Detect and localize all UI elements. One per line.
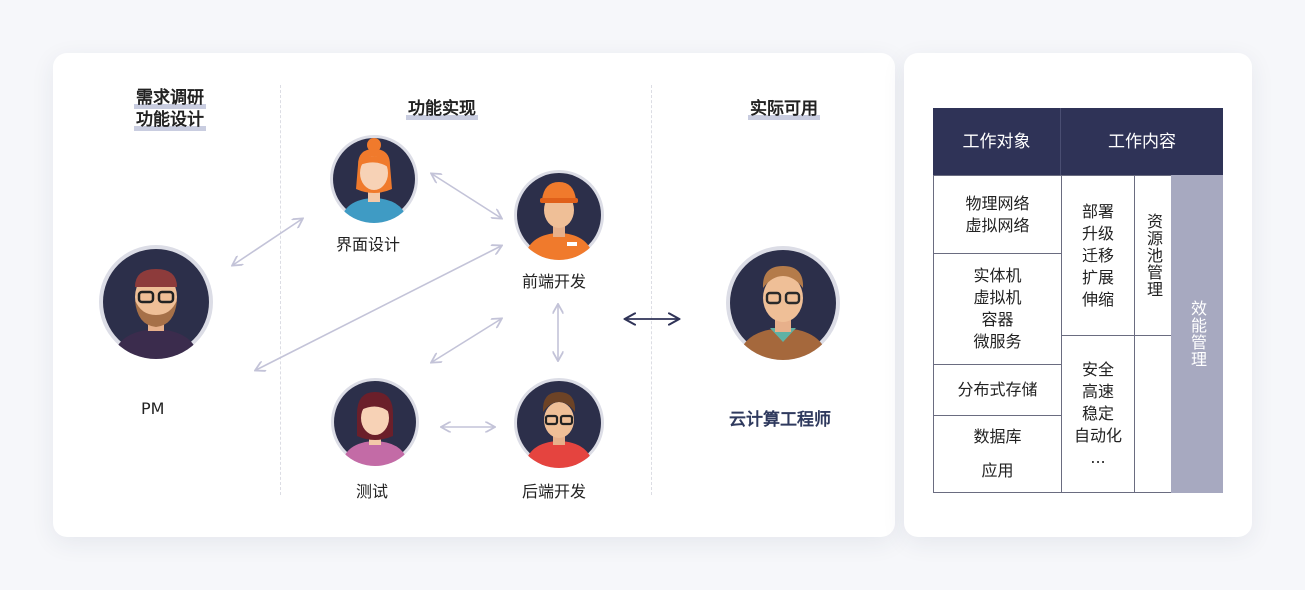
phase-title-implementation: 功能实现 [406, 98, 478, 120]
tasks-deployment: 部署升级迁移扩展伸缩 [1061, 175, 1135, 336]
cloud-engineer-avatar [726, 246, 840, 360]
phase-title-usable: 实际可用 [748, 98, 820, 120]
ui-designer-avatar [330, 135, 418, 223]
arrow-test-frontend [432, 319, 501, 362]
tasks-quality: 安全高速稳定自动化... [1061, 335, 1135, 493]
tester-avatar [331, 378, 419, 466]
arrow-ui-frontend [432, 174, 501, 218]
phase-divider [651, 85, 652, 495]
role-label-backend: 后端开发 [522, 482, 587, 501]
object-storage: 分布式存储 [933, 364, 1062, 416]
frontend-dev-avatar [514, 170, 604, 260]
efficiency-management: 效能管理 [1171, 175, 1223, 493]
role-label-ui-design: 界面设计 [336, 235, 401, 254]
pm-avatar [99, 245, 213, 359]
object-database-app: 数据库应用 [933, 415, 1062, 493]
ops-management-table: 工作对象 工作内容 物理网络虚拟网络 实体机虚拟机容器微服务 分布式存储 数据库… [933, 108, 1223, 493]
object-network: 物理网络虚拟网络 [933, 175, 1062, 254]
header-work-content: 工作内容 [1061, 108, 1223, 175]
arrow-pm-ui [233, 219, 302, 265]
header-work-object: 工作对象 [933, 108, 1061, 175]
role-label-frontend: 前端开发 [522, 272, 587, 291]
resource-pool-empty [1134, 335, 1172, 493]
object-compute: 实体机虚拟机容器微服务 [933, 253, 1062, 365]
role-label-testing: 测试 [356, 482, 389, 501]
role-label-pm: PM [141, 399, 165, 418]
backend-dev-avatar [514, 378, 604, 468]
phase-title-research: 需求调研 功能设计 [134, 87, 206, 131]
role-label-cloud-engineer: 云计算工程师 [729, 410, 831, 430]
arrow-pm-frontend [256, 246, 501, 370]
resource-pool-management: 资源池管理 [1134, 175, 1172, 336]
